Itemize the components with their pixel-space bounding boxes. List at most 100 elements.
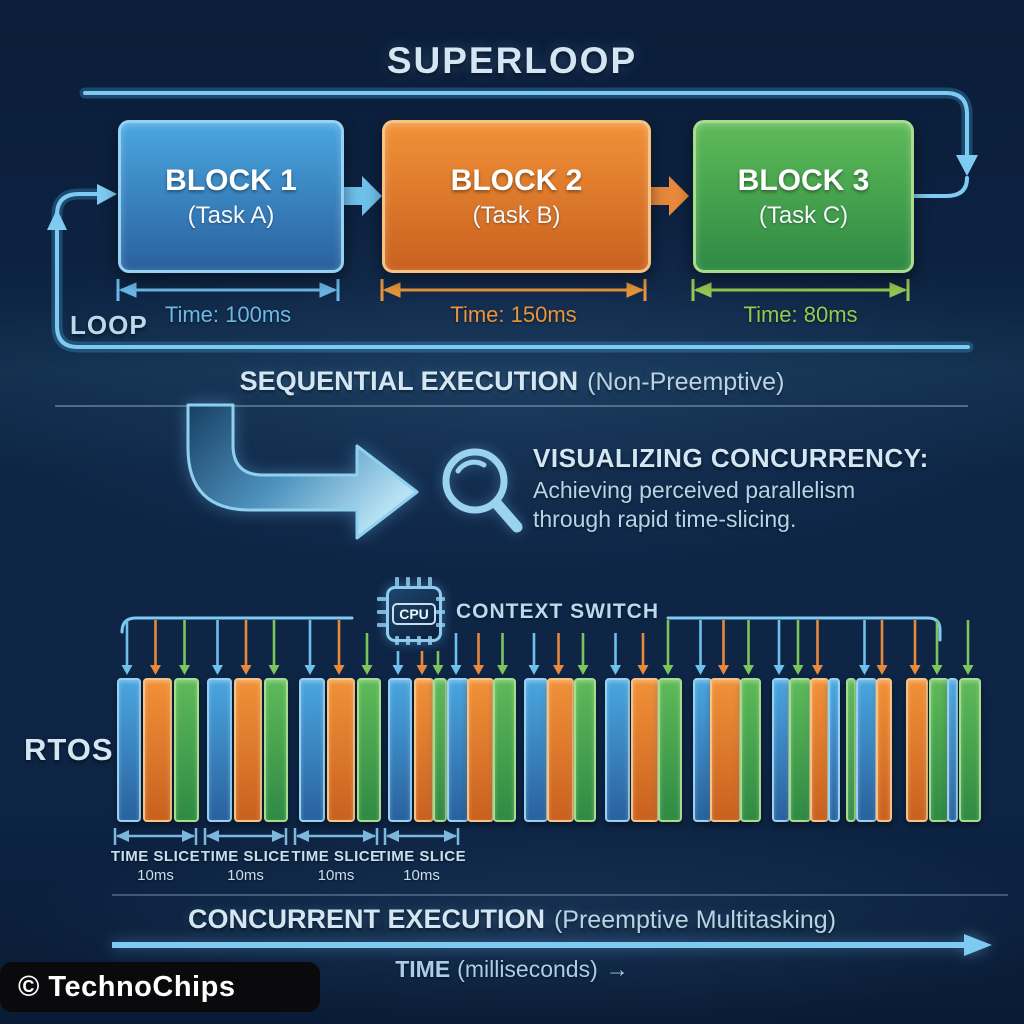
- right-arrowhead-icon: [97, 184, 117, 205]
- transition-heading: VISUALIZING CONCURRENCY:: [533, 443, 929, 473]
- task-slice-bar-green: [574, 678, 596, 822]
- cpu-pin: [436, 597, 445, 601]
- task-slice-bar-orange: [876, 678, 892, 822]
- block-2-title: BLOCK 2: [450, 163, 583, 197]
- context-switch-arrows: [121, 620, 974, 675]
- cpu-pin: [377, 610, 386, 614]
- block-2: BLOCK 2 (Task B): [382, 120, 651, 273]
- block-1-time: Time: 100ms: [164, 302, 292, 327]
- sequential-caption-light: (Non-Preemptive): [587, 368, 785, 396]
- sequential-caption-bold: SEQUENTIAL EXECUTION: [239, 366, 579, 396]
- task-slice-bar-green: [846, 678, 856, 822]
- time-slice-dimensions: [113, 828, 460, 845]
- concurrent-caption-light: (Preemptive Multitasking): [553, 906, 837, 934]
- loop-return-path: [47, 184, 974, 353]
- task-slice-bar-orange: [810, 678, 829, 822]
- page-title: SUPERLOOP: [386, 40, 638, 81]
- concurrent-caption: CONCURRENT EXECUTION (Preemptive Multitas…: [0, 904, 1024, 935]
- block-3-title: BLOCK 3: [737, 163, 870, 197]
- task-slice-bar-orange: [414, 678, 434, 822]
- cpu-label: CPU: [399, 606, 429, 622]
- block-3-task: (Task C): [758, 201, 849, 229]
- cpu-pin: [406, 636, 410, 645]
- task-slice-bar-green: [658, 678, 682, 822]
- concurrent-caption-bold: CONCURRENT EXECUTION: [187, 904, 545, 934]
- block-2-task: (Task B): [472, 201, 561, 229]
- block-3: BLOCK 3 (Task C): [693, 120, 914, 273]
- transition-curved-arrow-icon: [186, 403, 419, 540]
- task-slice-bar-green: [357, 678, 381, 822]
- task-slice-bar-orange: [631, 678, 659, 822]
- magnifier-icon: [442, 448, 523, 533]
- cpu-pin: [436, 623, 445, 627]
- task-slice-bar-green: [174, 678, 199, 822]
- watermark-box: © TechnoChips: [0, 962, 320, 1012]
- down-arrowhead-icon: [956, 155, 978, 176]
- copyright-text: © TechnoChips: [18, 970, 236, 1003]
- task-slice-bar-blue: [447, 678, 469, 822]
- task-slice-bar-blue: [524, 678, 548, 822]
- block-1-task: (Task A): [187, 201, 275, 229]
- cpu-pin: [406, 577, 410, 586]
- cpu-chip-icon: CPU: [377, 577, 445, 645]
- task-slice-bar-blue: [856, 678, 877, 822]
- task-slice-bar-green: [433, 678, 447, 822]
- block1-time-dimension: [116, 279, 340, 301]
- task-slice-bar-green: [789, 678, 811, 822]
- block2-to-block3-arrow: [648, 176, 689, 216]
- cpu-pin: [436, 610, 445, 614]
- cpu-pin: [428, 636, 432, 645]
- time-axis-arrow-glyph: →: [605, 956, 629, 982]
- task-slice-bar-orange: [234, 678, 262, 822]
- block3-time-dimension: [691, 279, 910, 301]
- rtos-label: RTOS: [24, 732, 114, 767]
- time-axis-light: (milliseconds): [457, 956, 598, 982]
- task-slice-bar-orange: [547, 678, 574, 822]
- transition-line2: through rapid time-slicing.: [533, 506, 797, 532]
- block-1: BLOCK 1 (Task A): [118, 120, 344, 273]
- task-slice-bar-green: [264, 678, 288, 822]
- task-slice-bar-blue: [828, 678, 840, 822]
- task-slice-bar-blue: [605, 678, 630, 822]
- cpu-pin: [417, 577, 421, 586]
- cpu-pin: [395, 577, 399, 586]
- task-slice-bar-blue: [299, 678, 325, 822]
- cpu-pin: [377, 597, 386, 601]
- task-slice-bar-blue: [772, 678, 790, 822]
- block-2-time: Time: 150ms: [450, 302, 577, 327]
- cpu-pin: [428, 577, 432, 586]
- task-slice-bar-blue: [388, 678, 412, 822]
- transition-line1: Achieving perceived parallelism: [533, 477, 856, 503]
- loop-label: LOOP: [70, 310, 148, 340]
- task-slice-bar-orange: [710, 678, 741, 822]
- block-3-time: Time: 80ms: [743, 302, 858, 327]
- task-slice-bar-green: [493, 678, 516, 822]
- context-switch-right-rail: [666, 616, 942, 642]
- cpu-pin: [417, 636, 421, 645]
- block1-to-block2-arrow: [341, 176, 382, 216]
- task-slice-bar-orange: [143, 678, 172, 822]
- task-slice-bar-orange: [906, 678, 928, 822]
- cpu-pin: [395, 636, 399, 645]
- task-slice-bar-orange: [467, 678, 494, 822]
- time-axis-label: TIME(milliseconds) →: [0, 956, 1024, 983]
- context-switch-label: CONTEXT SWITCH: [456, 600, 659, 623]
- task-slice-bar-blue: [117, 678, 141, 822]
- superloop-top-path: [79, 87, 978, 198]
- task-slice-bar-blue: [207, 678, 232, 822]
- time-axis-arrow: [112, 934, 992, 956]
- sequential-caption: SEQUENTIAL EXECUTION (Non-Preemptive): [0, 366, 1024, 397]
- cpu-label-frame: CPU: [392, 603, 436, 625]
- task-slice-bar-green: [929, 678, 949, 822]
- task-slice-bar-blue: [947, 678, 958, 822]
- time-axis-bold: TIME: [395, 956, 451, 982]
- cpu-pin: [377, 623, 386, 627]
- block-1-title: BLOCK 1: [165, 163, 297, 197]
- task-slice-bar-green: [959, 678, 981, 822]
- task-slice-bar-green: [740, 678, 761, 822]
- block2-time-dimension: [380, 279, 647, 301]
